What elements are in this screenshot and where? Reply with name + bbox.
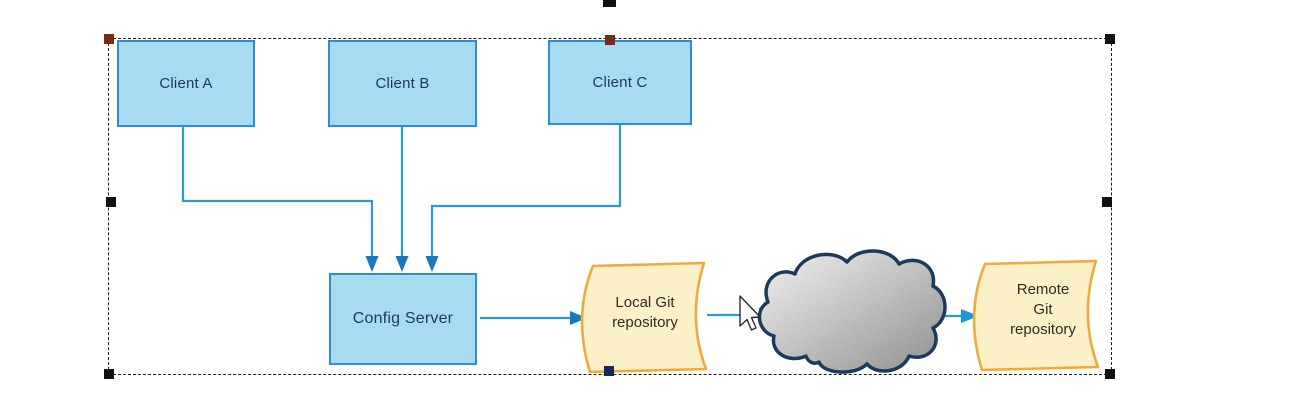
arrowhead-client-c	[425, 256, 439, 272]
node-client-b-label: Client B	[375, 75, 430, 92]
internet-cloud-shape[interactable]	[757, 249, 947, 374]
local-git-repository-label: Local Git repository	[586, 293, 704, 333]
node-config-server-label: Config Server	[352, 310, 454, 327]
connector-client-c-to-config[interactable]	[430, 125, 622, 257]
mouse-cursor-icon	[739, 295, 761, 331]
node-client-b[interactable]: Client B	[328, 40, 477, 127]
node-client-a[interactable]: Client A	[117, 40, 255, 127]
node-client-a-label: Client A	[159, 75, 213, 92]
arrowhead-client-b	[395, 256, 409, 272]
selection-handle-top-center[interactable]	[605, 35, 615, 45]
remote-repo-label-line3: repository	[1010, 321, 1076, 338]
selection-handle-bottom-center[interactable]	[604, 366, 614, 376]
selection-handle-middle-left[interactable]	[106, 197, 116, 207]
selection-handle-top-right[interactable]	[1105, 34, 1115, 44]
arrowhead-remote-repo	[961, 309, 979, 323]
selection-handle-bottom-left[interactable]	[104, 369, 114, 379]
node-client-c-label: Client C	[592, 74, 648, 91]
selection-handle-bottom-right[interactable]	[1105, 369, 1115, 379]
node-client-c[interactable]: Client C	[548, 40, 692, 125]
selection-handle-middle-right[interactable]	[1102, 197, 1112, 207]
arrowhead-local-repo	[570, 311, 587, 325]
arrowhead-client-a	[365, 256, 379, 272]
connector-client-a-to-config[interactable]	[181, 127, 374, 257]
local-repo-label-line2: repository	[612, 314, 678, 331]
local-repo-label-line1: Local Git	[615, 294, 675, 311]
top-edge-artifact	[603, 0, 616, 7]
remote-repo-label-line2: Git	[1033, 301, 1053, 318]
selection-handle-top-left[interactable]	[104, 34, 114, 44]
remote-repo-label-line1: Remote	[1016, 281, 1070, 298]
remote-git-repository-label: Remote Git repository	[985, 280, 1101, 340]
node-config-server[interactable]: Config Server	[329, 273, 477, 365]
